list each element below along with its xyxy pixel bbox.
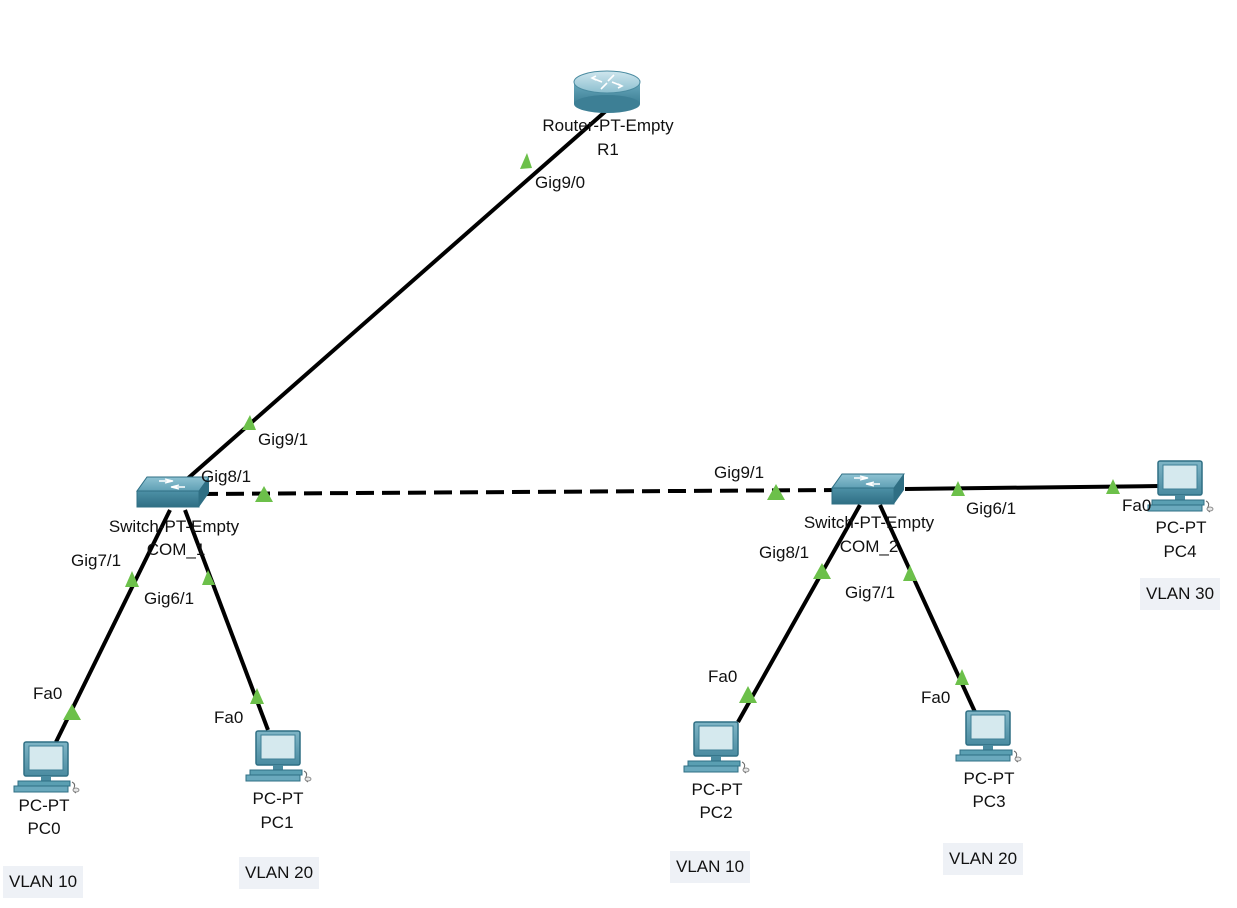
router-model-label: Router-PT-Empty bbox=[542, 116, 674, 135]
port-label-pc2-fa0: Fa0 bbox=[708, 667, 737, 686]
vlan-note-pc2: VLAN 10 bbox=[670, 851, 751, 883]
port-label-com1-gig8-1: Gig8/1 bbox=[201, 467, 251, 486]
router-r1[interactable]: Router-PT-Empty R1 bbox=[542, 70, 674, 159]
port-label-r1-gig9-0: Gig9/0 bbox=[535, 173, 585, 192]
vlan-note-pc3: VLAN 20 bbox=[943, 843, 1024, 875]
port-label-com1-gig6-1: Gig6/1 bbox=[144, 589, 194, 608]
pc0-name-label: PC0 bbox=[27, 819, 60, 838]
pc-pc1[interactable]: PC-PT PC1 bbox=[245, 730, 312, 832]
switch-com1-model-label: Switch-PT-Empty bbox=[109, 517, 240, 536]
port-label-com2-gig7-1: Gig7/1 bbox=[845, 583, 895, 602]
vlan-note-pc1: VLAN 20 bbox=[239, 857, 320, 889]
pc-icon bbox=[13, 741, 80, 794]
link-com1-com2-trunk[interactable] bbox=[199, 488, 836, 496]
router-name-label: R1 bbox=[597, 140, 619, 159]
link-status-indicators bbox=[63, 153, 1120, 720]
link-com1-pc0[interactable] bbox=[54, 509, 172, 743]
switch-com1[interactable]: Switch-PT-Empty COM_1 bbox=[109, 476, 240, 559]
links bbox=[54, 108, 1161, 743]
port-label-com2-gig9-1: Gig9/1 bbox=[714, 463, 764, 482]
vlan-note-pc4: VLAN 30 bbox=[1140, 578, 1221, 610]
pc-icon bbox=[1147, 460, 1214, 513]
switch-com2-model-label: Switch-PT-Empty bbox=[804, 513, 935, 532]
pc2-model-label: PC-PT bbox=[692, 780, 743, 799]
switch-icon bbox=[136, 476, 210, 508]
link-com1-pc1[interactable] bbox=[183, 509, 270, 731]
port-label-pc4-fa0: Fa0 bbox=[1122, 496, 1151, 515]
status-up-icon bbox=[202, 570, 215, 585]
port-label-pc3-fa0: Fa0 bbox=[921, 688, 950, 707]
status-up-icon bbox=[955, 669, 969, 685]
port-labels: Gig9/0 Gig9/1 Gig8/1 Gig7/1 Gig6/1 Gig9/… bbox=[33, 173, 1151, 727]
pc4-name-label: PC4 bbox=[1163, 542, 1196, 561]
link-com2-pc4[interactable] bbox=[904, 484, 1161, 491]
status-up-icon bbox=[1106, 479, 1120, 494]
pc-icon bbox=[245, 730, 312, 783]
pc-pc2[interactable]: PC-PT PC2 bbox=[683, 721, 750, 822]
port-label-pc0-fa0: Fa0 bbox=[33, 684, 62, 703]
pc4-model-label: PC-PT bbox=[1156, 518, 1207, 537]
vlan-note-pc0: VLAN 10 bbox=[3, 866, 84, 898]
status-up-icon bbox=[813, 563, 831, 579]
port-label-com2-gig8-1: Gig8/1 bbox=[759, 543, 809, 562]
port-label-com2-gig6-1: Gig6/1 bbox=[966, 499, 1016, 518]
pc-pc4[interactable]: PC-PT PC4 bbox=[1147, 460, 1214, 561]
pc-icon bbox=[955, 710, 1022, 763]
status-up-icon bbox=[255, 486, 273, 502]
status-up-icon bbox=[242, 415, 256, 430]
pc2-name-label: PC2 bbox=[699, 803, 732, 822]
status-up-icon bbox=[520, 153, 532, 169]
link-com2-pc2[interactable] bbox=[736, 504, 862, 723]
link-r1-com1[interactable] bbox=[184, 108, 609, 482]
status-up-icon bbox=[903, 565, 917, 581]
pc-pc0[interactable]: PC-PT PC0 bbox=[13, 741, 80, 838]
status-up-icon bbox=[125, 571, 139, 587]
port-label-pc1-fa0: Fa0 bbox=[214, 708, 243, 727]
switch-com2-name-label: COM_2 bbox=[840, 537, 899, 556]
port-label-com1-gig9-1: Gig9/1 bbox=[258, 430, 308, 449]
status-up-icon bbox=[250, 688, 264, 704]
status-up-icon bbox=[739, 686, 757, 703]
pc-icon bbox=[683, 721, 750, 774]
port-label-com1-gig7-1: Gig7/1 bbox=[71, 551, 121, 570]
pc-pc3[interactable]: PC-PT PC3 bbox=[955, 710, 1022, 811]
status-up-icon bbox=[63, 704, 81, 720]
router-icon bbox=[573, 70, 641, 113]
status-up-icon bbox=[767, 484, 785, 500]
pc3-name-label: PC3 bbox=[972, 792, 1005, 811]
pc3-model-label: PC-PT bbox=[964, 769, 1015, 788]
switch-icon bbox=[831, 473, 905, 505]
pc1-model-label: PC-PT bbox=[253, 789, 304, 808]
switch-com2[interactable]: Switch-PT-Empty COM_2 bbox=[804, 473, 935, 556]
pc1-name-label: PC1 bbox=[260, 813, 293, 832]
status-up-icon bbox=[951, 481, 965, 496]
switch-com1-name-label: COM_1 bbox=[147, 540, 206, 559]
pc0-model-label: PC-PT bbox=[19, 796, 70, 815]
